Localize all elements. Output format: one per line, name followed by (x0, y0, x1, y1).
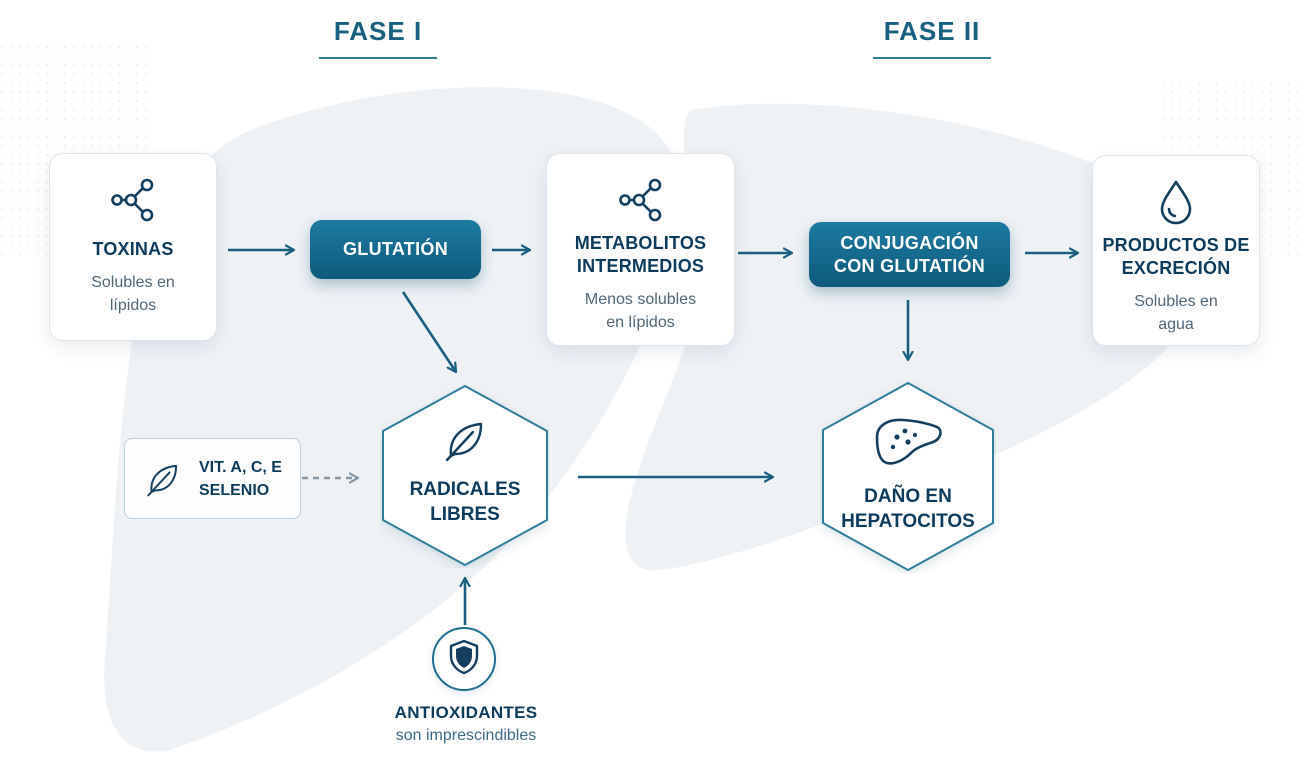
metabolitos-title-line-2: INTERMEDIOS (576, 256, 705, 276)
radicales-title: RADICALES LIBRES (410, 477, 521, 527)
productos-card: PRODUCTOS DE EXCRECIÓN Solubles en agua (1092, 155, 1260, 346)
dano-title-line-2: HEPATOCITOS (841, 511, 975, 532)
toxinas-subtitle-line-2: lípidos (109, 297, 157, 314)
phase-1-label: FASE I (333, 16, 423, 46)
antioxidantes-label: ANTIOXIDANTES son imprescindibles (356, 703, 576, 745)
toxinas-card: TOXINAS Solubles en lípidos (49, 153, 217, 341)
conjugacion-label-line-1: CONJUGACIÓN (840, 232, 979, 253)
conjugacion-pill: CONJUGACIÓN CON GLUTATIÓN (809, 222, 1010, 287)
leaf-icon (443, 418, 487, 467)
dano-title: DAÑO EN HEPATOCITOS (841, 484, 975, 534)
antioxidantes-title: ANTIOXIDANTES (394, 703, 538, 722)
vitaminas-title: VIT. A, C, E SELENIO (199, 456, 282, 502)
liver-icon (871, 415, 945, 472)
toxinas-subtitle-line-1: Solubles en (91, 274, 175, 291)
radicales-hexagon: RADICALES LIBRES (380, 383, 550, 568)
glutation-pill: GLUTATIÓN (310, 220, 481, 279)
toxinas-title: TOXINAS (92, 239, 174, 259)
phase-2-underline (873, 57, 991, 59)
vitaminas-box: VIT. A, C, E SELENIO (124, 438, 301, 519)
leaf-icon (143, 461, 183, 497)
productos-title: PRODUCTOS DE EXCRECIÓN (1102, 234, 1249, 280)
antioxidantes-subtitle: son imprescindibles (395, 727, 537, 744)
vitaminas-title-line-2: SELENIO (199, 481, 270, 499)
dano-title-line-1: DAÑO EN (864, 486, 952, 507)
productos-title-line-1: PRODUCTOS DE (1102, 235, 1250, 255)
radicales-title-line-1: RADICALES (409, 479, 521, 500)
shield-circle (432, 627, 496, 691)
metabolitos-title: METABOLITOS INTERMEDIOS (575, 232, 707, 278)
metabolitos-subtitle-line-2: en lípidos (606, 314, 675, 331)
water-drop-icon (1156, 178, 1196, 226)
phase-2-header: FASE II (852, 16, 1012, 59)
productos-title-line-2: EXCRECIÓN (1121, 258, 1231, 278)
shield-icon (448, 639, 480, 680)
phase-2-label: FASE II (883, 16, 981, 46)
molecule-icon (617, 176, 665, 224)
molecule-icon (109, 176, 157, 224)
toxinas-subtitle: Solubles en lípidos (91, 271, 175, 317)
radicales-title-line-2: LIBRES (430, 504, 500, 525)
productos-subtitle: Solubles en agua (1134, 290, 1218, 336)
dano-hexagon-shape (822, 382, 994, 571)
metabolitos-subtitle-line-1: Menos solubles (584, 291, 697, 308)
productos-subtitle-line-2: agua (1158, 316, 1194, 333)
glutation-label: GLUTATIÓN (342, 239, 448, 259)
metabolitos-card: METABOLITOS INTERMEDIOS Menos solubles e… (546, 153, 735, 346)
phase-1-header: FASE I (298, 16, 458, 59)
conjugacion-label-line-2: CON GLUTATIÓN (833, 255, 986, 276)
radicales-hexagon-shape (382, 385, 548, 566)
metabolitos-title-line-1: METABOLITOS (574, 233, 707, 253)
productos-subtitle-line-1: Solubles en (1134, 293, 1218, 310)
dano-hexagon: DAÑO EN HEPATOCITOS (820, 380, 996, 573)
vitaminas-title-line-1: VIT. A, C, E (199, 458, 282, 476)
metabolitos-subtitle: Menos solubles en lípidos (585, 288, 696, 334)
phase-1-underline (319, 57, 437, 59)
